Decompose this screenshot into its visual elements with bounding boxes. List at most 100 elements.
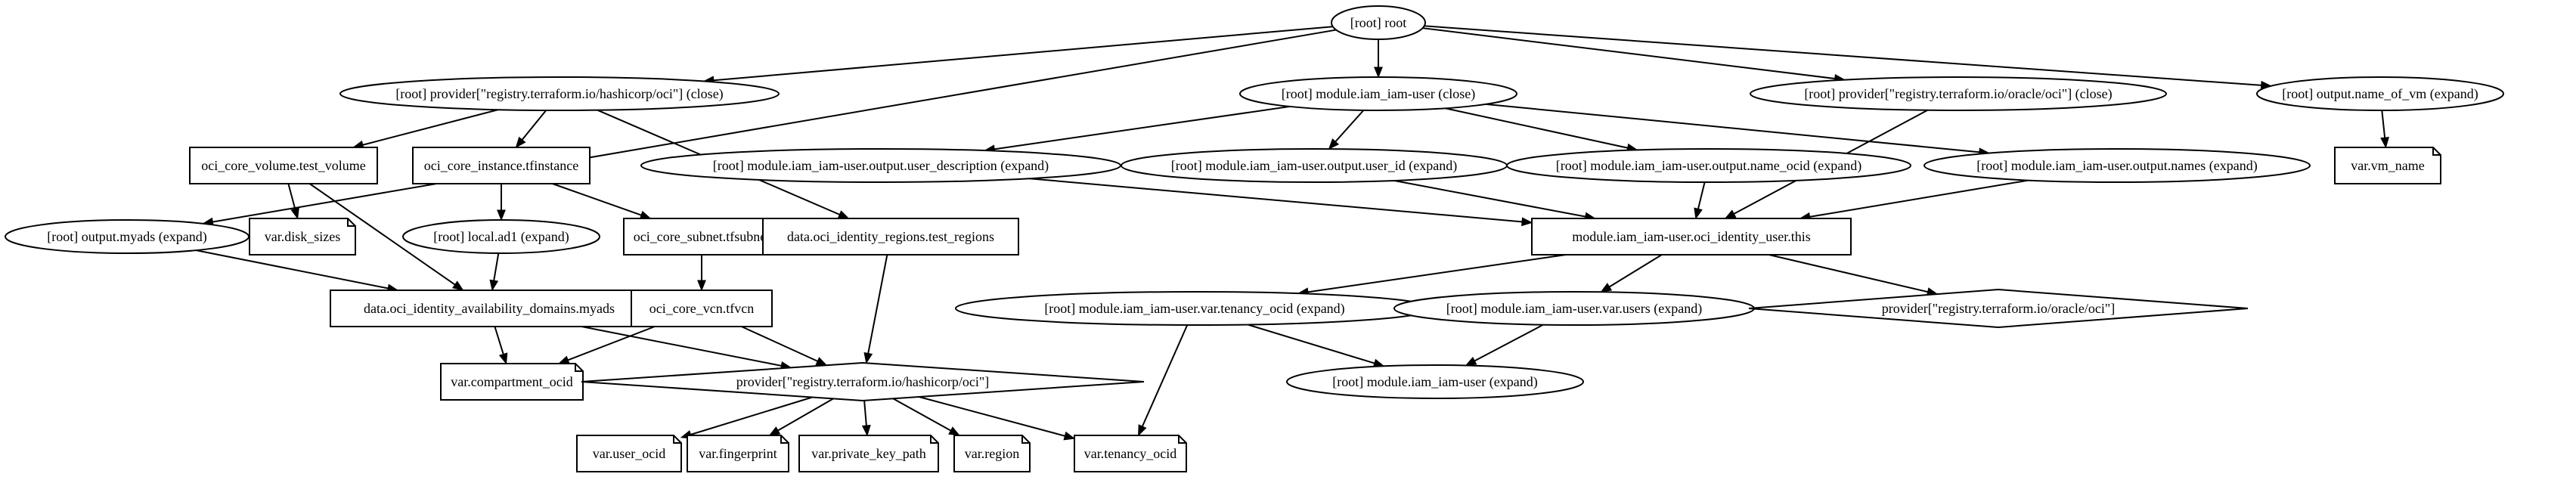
node-label: [root] local.ad1 (expand) [433,229,569,245]
edge-out_names-to-iam_user_this [1799,179,2029,221]
edge-iam_user_this-to-var_users [1600,254,1663,293]
edge-iam_user_this-to-prov_oracle [1768,254,1939,296]
node-region: var.region [953,435,1031,472]
node-label: [root] module.iam_iam-user (expand) [1332,374,1537,390]
node-label: var.vm_name [2351,158,2424,173]
node-out-user-description: [root] module.iam_iam-user.output.user_d… [640,148,1121,183]
node-subnet: oci_core_subnet.tfsubnet [623,218,780,255]
edge-out_user_id-to-iam_user_this [1393,180,1596,221]
node-out-names: [root] module.iam_iam-user.output.names … [1923,148,2311,183]
node-prov-hashicorp-close: [root] provider["registry.terraform.io/h… [339,76,780,111]
edge-mod_iam_close-to-out_name_ocid [1445,107,1638,153]
node-label: var.region [965,446,1019,461]
node-label: [root] output.name_of_vm (expand) [2282,86,2478,102]
node-label: [root] module.iam_iam-user (close) [1282,86,1475,102]
edge-volume-to-avail_domains [308,183,464,291]
node-label: oci_core_subnet.tfsubnet [634,229,770,244]
node-prov-oracle-close: [root] provider["registry.terraform.io/o… [1750,76,2167,111]
node-tenancy-ocid: var.tenancy_ocid [1074,435,1187,472]
edge-prov_hashicorp-to-private_key_path [861,400,871,437]
edge-prov_hashicorp_close-to-instance [515,110,547,149]
node-instance: oci_core_instance.tfinstance [412,147,591,184]
node-label: [root] output.myads (expand) [47,229,206,245]
edge-out_myads-to-avail_domains [196,249,399,293]
node-var-tenancy-ocid: [root] module.iam_iam-user.var.tenancy_o… [955,291,1434,326]
node-private-key-path: var.private_key_path [798,435,939,472]
edge-prov_hashicorp-to-tenancy_ocid [919,396,1076,441]
edge-vcn-to-prov_hashicorp [741,326,828,366]
node-label: [root] module.iam_iam-user.output.user_d… [713,158,1049,174]
node-local-ad1: [root] local.ad1 (expand) [402,219,600,254]
edge-prov_hashicorp-to-user_ocid [680,396,813,439]
node-vcn: oci_core_vcn.tfvcn [631,290,773,327]
node-label: [root] module.iam_iam-user.output.name_o… [1556,158,1861,174]
node-label: [root] provider["registry.terraform.io/o… [1804,86,2112,102]
node-label: [root] module.iam_iam-user.var.tenancy_o… [1044,301,1344,317]
node-label: var.tenancy_ocid [1084,446,1176,461]
node-label: oci_core_instance.tfinstance [424,158,578,173]
node-disk-sizes: var.disk_sizes [249,218,356,255]
edge-out_name_ocid-to-iam_user_this [1694,181,1706,220]
edge-out_name_of_vm-to-vm_name [2380,110,2389,149]
edge-instance-to-subnet [552,183,652,220]
node-var-users: [root] module.iam_iam-user.var.users (ex… [1393,291,1755,326]
node-root: [root] root [1331,5,1426,40]
edge-mod_iam_close-to-out_names [1486,103,1991,157]
edge-root-to-prov_hashicorp_close [702,26,1333,85]
edge-root-to-prov_oracle_close [1422,27,1846,83]
edge-mod_iam_close-to-out_user_description [984,105,1291,154]
edge-local_ad1-to-avail_domains [489,252,500,292]
node-iam-user-this: module.iam_iam-user.oci_identity_user.th… [1531,218,1852,255]
node-prov-oracle: provider["registry.terraform.io/oracle/o… [1748,288,2249,329]
edge-prov_hashicorp-to-fingerprint [768,398,834,436]
node-label: provider["registry.terraform.io/oracle/o… [1882,301,2115,316]
edge-avail_domains-to-prov_hashicorp [581,326,792,370]
edge-var_tenancy_ocid-to-mod_iam_expand [1248,324,1385,368]
node-label: [root] module.iam_iam-user.var.users (ex… [1446,301,1702,317]
edge-avail_domains-to-compartment_ocid [494,326,508,365]
edge-instance-to-local_ad1 [497,184,506,221]
node-label: [root] provider["registry.terraform.io/h… [395,86,723,102]
edge-iam_user_this-to-var_tenancy_ocid [1297,254,1567,297]
node-label: var.compartment_ocid [451,374,572,389]
node-label: provider["registry.terraform.io/hashicor… [736,374,989,389]
node-volume: oci_core_volume.test_volume [189,147,378,184]
node-label: var.disk_sizes [265,229,341,244]
edge-mod_iam_close-to-out_user_id [1328,110,1365,150]
edge-volume-to-disk_sizes [287,183,299,220]
edge-subnet-to-vcn [697,255,706,292]
node-out-name-of-vm: [root] output.name_of_vm (expand) [2256,76,2504,111]
nodes-layer: [root] root [root] provider["registry.ter… [5,5,2504,472]
node-avail-domains: data.oci_identity_availability_domains.m… [330,290,649,327]
node-label: oci_core_volume.test_volume [201,158,365,173]
node-label: module.iam_iam-user.oci_identity_user.th… [1572,229,1810,244]
node-label: data.oci_identity_availability_domains.m… [364,301,615,316]
node-label: var.fingerprint [699,446,777,461]
edge-var_users-to-mod_iam_expand [1465,324,1544,367]
node-label: [root] module.iam_iam-user.output.names … [1976,158,2257,174]
node-label: [root] root [1350,15,1406,30]
node-mod-iam-expand: [root] module.iam_iam-user (expand) [1286,364,1584,399]
node-fingerprint: var.fingerprint [687,435,789,472]
node-label: data.oci_identity_regions.test_regions [787,229,994,244]
node-vm-name: var.vm_name [2334,147,2441,184]
node-mod-iam-close: [root] module.iam_iam-user (close) [1239,76,1517,111]
node-label: var.user_ocid [593,446,665,461]
node-label: oci_core_vcn.tfvcn [649,301,754,316]
node-out-myads: [root] output.myads (expand) [5,219,250,254]
node-user-ocid: var.user_ocid [576,435,682,472]
edge-prov_hashicorp-to-region [892,398,960,436]
edge-out_user_description-to-iam_user_this [1029,178,1533,227]
edge-root-to-mod_iam_close [1374,39,1383,79]
node-regions: data.oci_identity_regions.test_regions [762,218,1019,255]
edge-prov_hashicorp_close-to-volume [352,109,499,150]
edge-root-to-out_myads [202,29,1337,227]
node-out-name-ocid: [root] module.iam_iam-user.output.name_o… [1506,148,1911,183]
node-out-user-id: [root] module.iam_iam-user.output.user_i… [1121,148,1508,183]
node-compartment-ocid: var.compartment_ocid [440,363,584,401]
edge-regions-to-prov_hashicorp [863,254,888,364]
node-prov-hashicorp: provider["registry.terraform.io/hashicor… [581,361,1145,402]
node-label: var.private_key_path [811,446,925,461]
node-label: [root] module.iam_iam-user.output.user_i… [1171,158,1457,174]
